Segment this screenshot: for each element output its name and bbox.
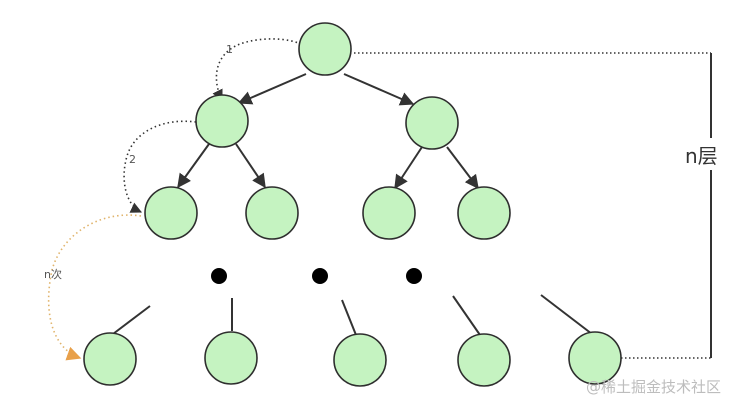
stub-edge-3 bbox=[341, 299, 357, 336]
stub-edge-4 bbox=[452, 295, 481, 336]
tree-node-l1-right bbox=[405, 96, 459, 150]
step-n-label: n次 bbox=[44, 267, 62, 281]
levels-label: n层 bbox=[685, 144, 718, 168]
stub-edge-5 bbox=[540, 294, 593, 335]
tree-node-leaf-4 bbox=[457, 333, 511, 387]
tree-node-l2-3 bbox=[362, 186, 416, 240]
tree-node-l1-left bbox=[195, 94, 249, 148]
edge-r1-rr bbox=[446, 146, 479, 190]
level-label-bg bbox=[688, 138, 732, 170]
recursion-arrow-n bbox=[47, 214, 142, 361]
edge-l1-ll bbox=[177, 143, 210, 189]
tree-node-l2-2 bbox=[245, 186, 299, 240]
ellipsis-dot-1 bbox=[211, 268, 227, 284]
ellipsis-dot-3 bbox=[406, 268, 422, 284]
tree-node-leaf-2 bbox=[204, 331, 258, 385]
tree-node-l2-1 bbox=[144, 186, 198, 240]
tree-node-leaf-1 bbox=[83, 332, 137, 386]
tree-node-l2-4 bbox=[457, 186, 511, 240]
edge-root-left bbox=[237, 73, 307, 105]
recursion-arrow-1 bbox=[212, 38, 317, 102]
stub-edge-1 bbox=[112, 305, 151, 335]
tree-node-leaf-5 bbox=[568, 331, 622, 385]
edge-l1-lr bbox=[235, 143, 266, 189]
step-2-label: 2 bbox=[129, 153, 136, 166]
tree-node-leaf-3 bbox=[333, 333, 387, 387]
edge-r1-rl bbox=[394, 146, 423, 190]
edge-root-right bbox=[343, 73, 415, 106]
ellipsis-dot-2 bbox=[312, 268, 328, 284]
watermark: @稀土掘金技术社区 bbox=[585, 378, 721, 396]
tree-node-root bbox=[298, 22, 352, 76]
step-1-label: 1 bbox=[226, 43, 233, 56]
